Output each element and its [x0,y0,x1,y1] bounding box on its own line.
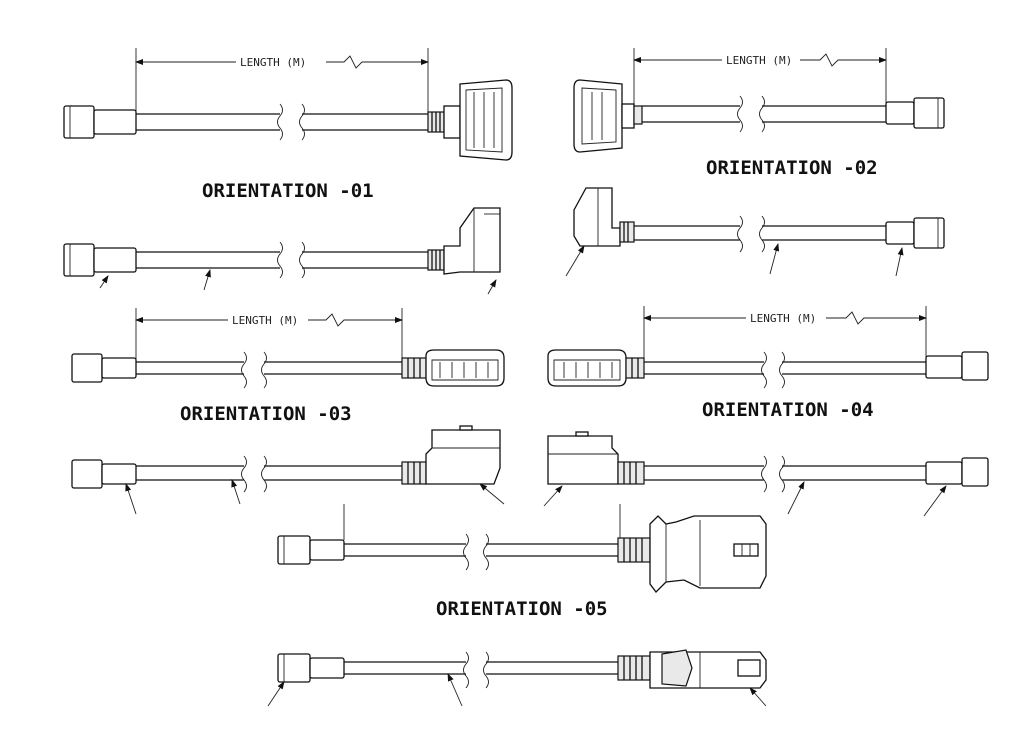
dimension-line-03: LENGTH (M) [135,308,403,362]
orientation-01-title: ORIENTATION -01 [202,180,374,202]
strain-relief-01 [427,111,445,133]
obd-connector-flat-03 [425,349,505,387]
orientation-05-group: ORIENTATION -05 [277,504,767,620]
dimension-line-02: LENGTH (M) [633,48,887,108]
orientation-05-title: ORIENTATION -05 [436,598,608,620]
orientation-04-title: ORIENTATION -04 [702,399,874,421]
obd-connector-locking-05 [649,515,767,593]
orientation-05-top-view [267,649,767,707]
dimension-line-04: LENGTH (M) [643,306,927,358]
orientation-04-side-view [543,431,989,517]
orientation-01-group: LENGTH (M) ORIENTATION -01 [63,48,513,202]
length-label-04: LENGTH (M) [750,312,816,325]
obd-connector-straight-01 [443,79,513,161]
orientation-04-group: LENGTH (M) ORIENTATION -04 [547,306,989,421]
orientation-02-side-view [565,187,945,277]
orientation-01-side-view [63,207,501,295]
length-label-01: LENGTH (M) [240,56,306,69]
dimension-line-01: LENGTH (M) [135,48,429,112]
orientation-02-title: ORIENTATION -02 [706,157,878,179]
orientation-03-group: LENGTH (M) ORIENTATION -03 [71,308,505,425]
orientation-02-group: LENGTH (M) ORIENTATION -02 [573,48,945,179]
orientation-03-side-view [71,425,505,515]
obd-connector-straight-02 [573,79,635,153]
length-label-03: LENGTH (M) [232,314,298,327]
length-label-02: LENGTH (M) [726,54,792,67]
orientation-03-title: ORIENTATION -03 [180,403,352,425]
obd-connector-flat-04 [547,349,627,387]
